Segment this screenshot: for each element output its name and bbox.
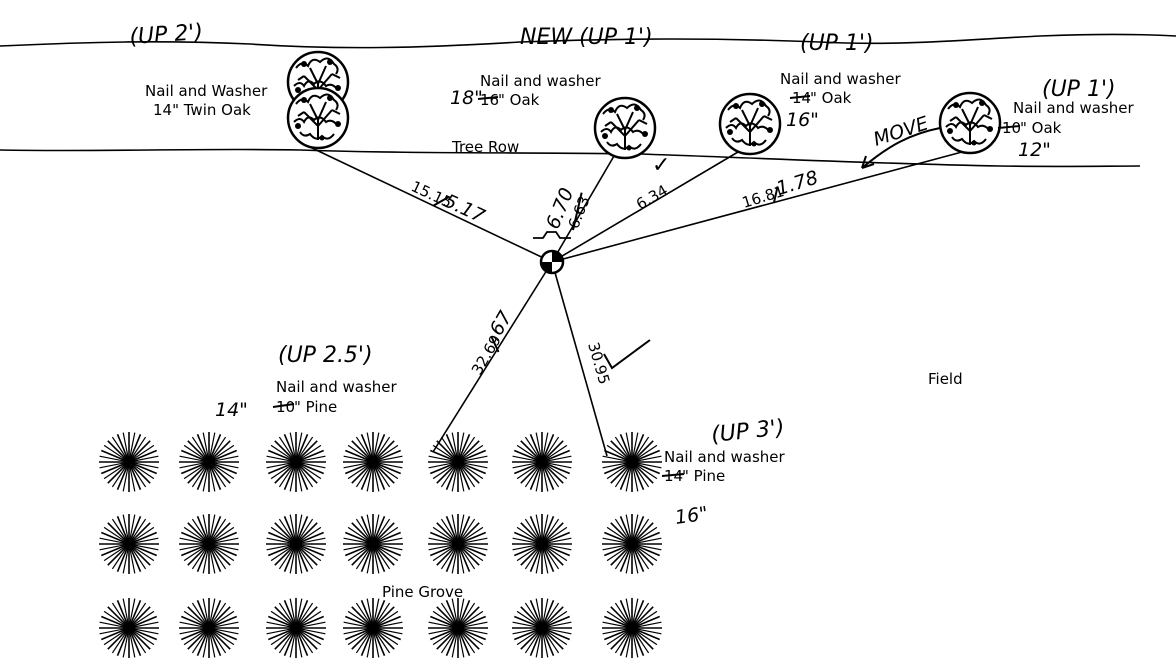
distance-twin-oak: 15.15 5.17 bbox=[408, 177, 489, 228]
pine2-line1: Nail and washer bbox=[664, 448, 786, 466]
oak3-size-new: 16" bbox=[786, 109, 819, 131]
oak4-size-struck: 10 bbox=[1002, 119, 1021, 137]
distance-oak3-check: ✓ bbox=[652, 153, 670, 178]
move-arrow-head bbox=[861, 155, 875, 169]
pine1-size-new: 14" bbox=[215, 399, 248, 421]
oak3-size-suffix: " Oak bbox=[810, 89, 852, 107]
oak2-size-struck: 16 bbox=[480, 91, 499, 109]
oak3-size-struck: 14 bbox=[792, 89, 811, 107]
oak2-line1: Nail and washer bbox=[480, 72, 602, 90]
distance-pine2-check bbox=[603, 339, 651, 370]
svg-text:1.78: 1.78 bbox=[774, 167, 821, 200]
move-arrow bbox=[861, 127, 941, 169]
oak2-size-suffix: " Oak bbox=[498, 91, 540, 109]
survey-lines bbox=[311, 147, 963, 457]
oak3-note: (UP 1') bbox=[800, 31, 874, 56]
distance-oak3: 6.34 bbox=[633, 181, 671, 213]
distance-oak4: 16.81 1.78 bbox=[740, 167, 821, 212]
pine1-size-suffix: " Pine bbox=[294, 398, 337, 416]
distance-pine1: 32.69 .67 bbox=[468, 307, 517, 378]
svg-text:5.17: 5.17 bbox=[441, 190, 489, 228]
pine2-size-new: 16" bbox=[674, 503, 710, 529]
twin-oak-icon bbox=[286, 50, 350, 150]
pine1-line1: Nail and washer bbox=[276, 378, 398, 396]
tree-row-bottom-line bbox=[0, 148, 1141, 168]
oak4-line1: Nail and washer bbox=[1013, 99, 1135, 117]
field-label: Field bbox=[928, 370, 963, 388]
oak-tree-icon bbox=[938, 91, 1002, 155]
oak-tree-icon bbox=[593, 96, 657, 160]
oak4-note: (UP 1') bbox=[1042, 77, 1116, 102]
pine2-size-suffix: " Pine bbox=[682, 467, 725, 485]
twin-oak-note: (UP 2') bbox=[129, 20, 204, 50]
oak2-size-new: 18" bbox=[450, 87, 483, 109]
oak4-size-new: 12" bbox=[1018, 139, 1051, 161]
oak4-size-suffix: " Oak bbox=[1020, 119, 1062, 137]
oak-tree-icon bbox=[718, 92, 782, 156]
pine2-note: (UP 3') bbox=[710, 415, 786, 448]
distance-oak2: 6.63 6.70 bbox=[542, 185, 594, 232]
twin-oak-line2: 14" Twin Oak bbox=[153, 101, 251, 119]
pine-grove-label: Pine Grove bbox=[382, 583, 463, 601]
twin-oak-line1: Nail and Washer bbox=[145, 82, 268, 100]
oak2-note: NEW (UP 1') bbox=[520, 25, 653, 50]
tree-row-top-line bbox=[0, 33, 1176, 49]
pine1-note: (UP 2.5') bbox=[278, 343, 373, 368]
pine-grove-trees bbox=[98, 431, 663, 659]
tree-row-label: Tree Row bbox=[451, 138, 519, 156]
pine1-size-struck: 10 bbox=[276, 398, 295, 416]
control-point-icon bbox=[533, 231, 571, 275]
pine2-size-struck: 14 bbox=[664, 467, 683, 485]
oak3-line1: Nail and washer bbox=[780, 70, 902, 88]
